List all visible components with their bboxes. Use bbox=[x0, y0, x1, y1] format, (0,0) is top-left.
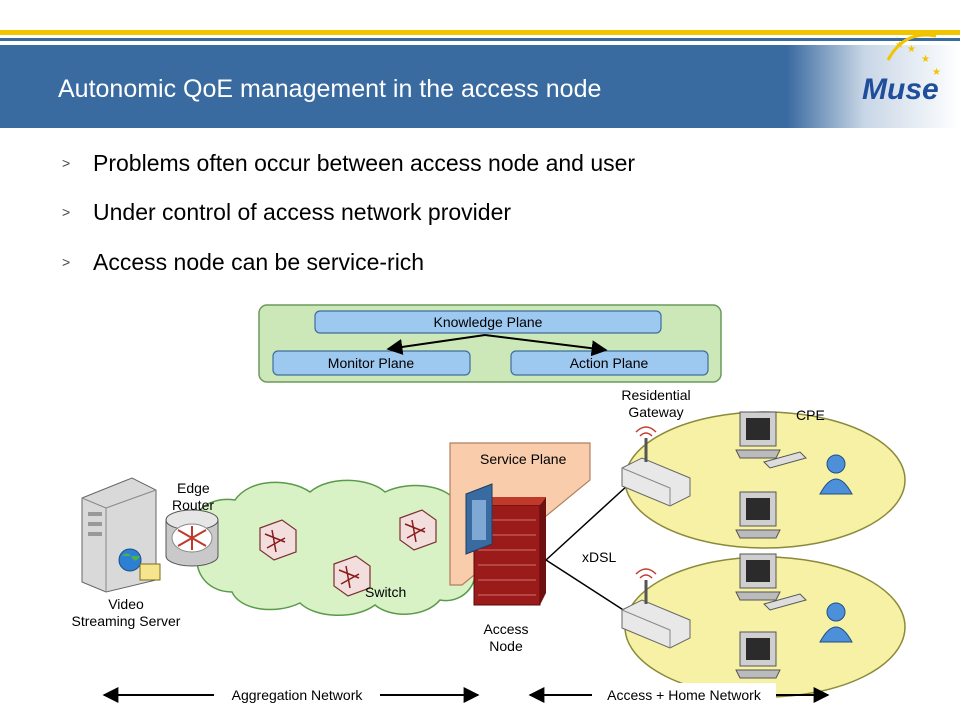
svg-text:★: ★ bbox=[932, 67, 941, 78]
computer-icon bbox=[735, 631, 781, 679]
user-icon bbox=[819, 602, 853, 643]
knowledge-plane-label: Knowledge Plane bbox=[434, 314, 543, 330]
bullet-marker: > bbox=[62, 155, 70, 171]
access-node-icon bbox=[465, 483, 546, 606]
xdsl-line bbox=[545, 559, 629, 614]
switch-icon bbox=[259, 519, 297, 561]
edge-router-label: Edge bbox=[177, 480, 210, 496]
edge-router-label: Router bbox=[172, 497, 214, 513]
header-bar: Autonomic QoE management in the access n… bbox=[0, 45, 960, 128]
bullet-marker: > bbox=[62, 254, 70, 270]
knowledge-plane bbox=[314, 310, 662, 334]
action-plane bbox=[510, 350, 709, 376]
bullet-item: Under control of access network provider bbox=[93, 199, 511, 225]
bullet-item: Problems often occur between access node… bbox=[93, 150, 635, 176]
computer-icon bbox=[735, 411, 807, 469]
action-arrow bbox=[484, 334, 608, 357]
bullet-marker: > bbox=[62, 204, 70, 220]
muse-logo: ★ ★ ★ ★ Muse bbox=[862, 33, 941, 106]
monitor-arrow bbox=[386, 334, 486, 355]
logo-text: Muse bbox=[862, 73, 939, 106]
aggregation-network-label: Aggregation Network bbox=[232, 687, 364, 703]
xdsl-line bbox=[545, 484, 629, 561]
header-stripes bbox=[0, 30, 960, 41]
gateway-label: Gateway bbox=[628, 404, 683, 420]
page-title: Autonomic QoE management in the access n… bbox=[58, 75, 601, 103]
user-icon bbox=[819, 454, 853, 495]
gateway-label: Residential bbox=[621, 387, 690, 403]
switch-icon bbox=[333, 555, 371, 597]
access-node-label: Node bbox=[489, 638, 523, 654]
access-home-label-bg bbox=[592, 683, 776, 705]
monitor-plane-label: Monitor Plane bbox=[328, 355, 415, 371]
bullet-item: Access node can be service-rich bbox=[93, 249, 424, 275]
xdsl-label: xDSL bbox=[582, 549, 616, 565]
action-plane-label: Action Plane bbox=[570, 355, 649, 371]
access-node-label: Access bbox=[483, 621, 528, 637]
server-icon bbox=[81, 477, 161, 593]
svg-text:★: ★ bbox=[921, 54, 930, 65]
computer-icon bbox=[735, 491, 781, 539]
cpe-label: CPE bbox=[796, 407, 825, 423]
access-home-network-label: Access + Home Network bbox=[607, 687, 762, 703]
monitor-plane bbox=[272, 350, 471, 376]
aggregation-cloud bbox=[192, 479, 480, 616]
video-server-label: Video bbox=[108, 596, 144, 612]
aggregation-label-bg bbox=[214, 683, 380, 705]
computer-icon bbox=[735, 553, 807, 611]
switch-label: Switch bbox=[365, 584, 406, 600]
control-planes: Knowledge Plane Monitor Plane Action Pla… bbox=[258, 304, 722, 383]
video-server-label: Streaming Server bbox=[72, 613, 181, 629]
switch-icon bbox=[399, 509, 437, 551]
gateway-icon bbox=[621, 568, 691, 649]
svg-text:★: ★ bbox=[895, 40, 904, 51]
gateway-icon bbox=[621, 426, 691, 507]
service-plane-label: Service Plane bbox=[480, 451, 567, 467]
svg-text:★: ★ bbox=[907, 44, 916, 55]
bullet-list: > Problems often occur between access no… bbox=[62, 150, 635, 275]
router-icon bbox=[165, 509, 219, 567]
